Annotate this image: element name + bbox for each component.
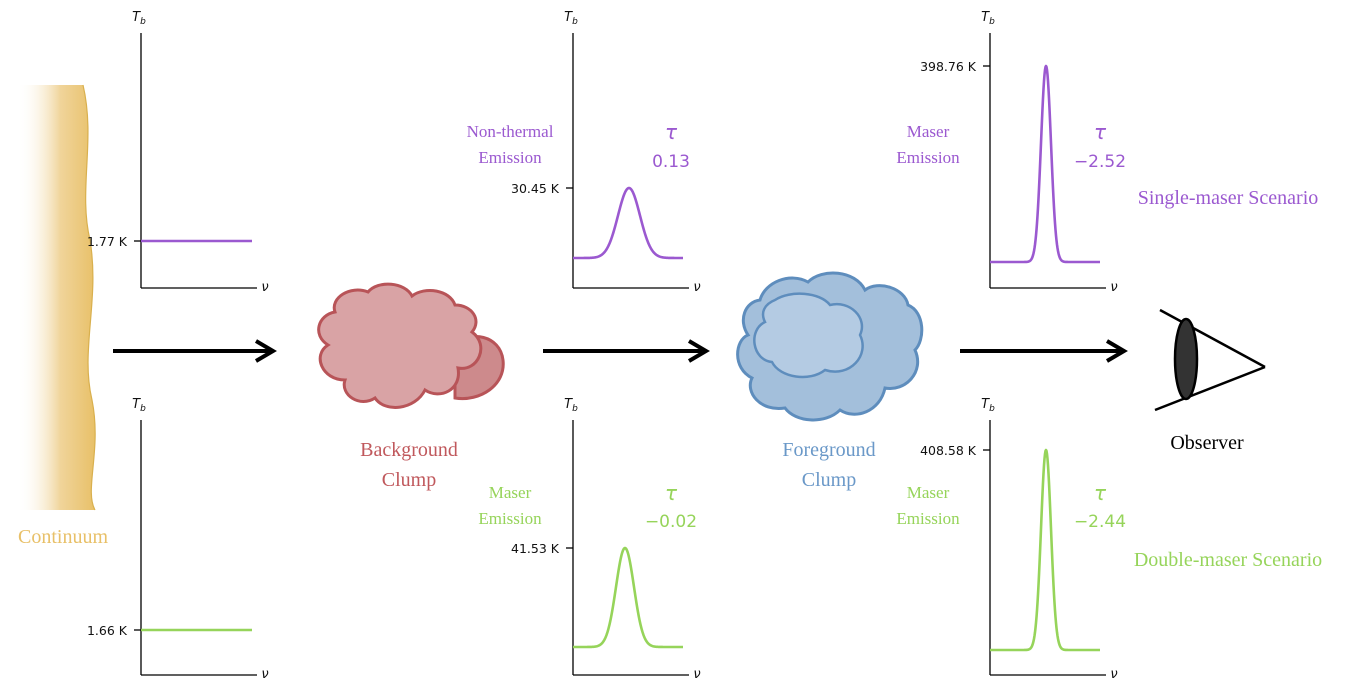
y-tick-label: 41.53 K [511, 541, 560, 556]
x-axis-label: ν [261, 280, 268, 295]
y-axis-label-subscript: b [989, 17, 995, 27]
y-axis-label-subscript: b [140, 17, 146, 27]
tau-symbol: τ [665, 120, 678, 144]
y-axis-label: Tb [564, 10, 578, 27]
emission-label-line2: Emission [896, 509, 960, 528]
arrow-continuum-to-background [113, 339, 277, 363]
emission-label-line1: Non-thermal [467, 122, 554, 141]
x-axis-label: ν [261, 667, 268, 682]
background-clump-cloud [317, 282, 505, 409]
background-clump-label-line2: Clump [382, 469, 436, 491]
y-tick-label: 1.66 K [87, 623, 128, 638]
emission-label-line1: Maser [907, 483, 950, 502]
y-tick-label: 1.77 K [87, 234, 128, 249]
x-axis-label: ν [1110, 667, 1117, 682]
y-axis-label: Tb [981, 10, 995, 27]
foreground-clump-cloud [736, 271, 924, 422]
emission-label-line2: Emission [478, 148, 542, 167]
tau-value: 0.13 [652, 152, 690, 172]
y-tick-label: 30.45 K [511, 181, 560, 196]
emission-label-line2: Emission [478, 509, 542, 528]
y-axis-label-subscript: b [572, 404, 578, 414]
y-tick-label: 408.58 K [920, 443, 977, 458]
observer-eye-icon [1154, 308, 1266, 412]
spectrum-curve [572, 186, 684, 260]
tau-value: −2.44 [1074, 512, 1126, 532]
spectrum-curve [989, 64, 1101, 264]
tau-value: −0.02 [645, 512, 697, 532]
arrow-foreground-to-observer [960, 339, 1128, 363]
y-axis-label: Tb [132, 397, 146, 414]
spectrum-panel-continuum-bottom: Tb ν 1.66 K [87, 397, 269, 682]
foreground-clump-label-line1: Foreground [782, 439, 875, 461]
foreground-clump-label-line2: Clump [802, 469, 856, 491]
y-axis-label: Tb [981, 397, 995, 414]
tau-value: −2.52 [1074, 152, 1126, 172]
single-maser-scenario-label: Single-maser Scenario [1138, 187, 1319, 209]
spectrum-panel-continuum-top: Tb ν 1.77 K [87, 10, 269, 295]
x-axis-label: ν [1110, 280, 1117, 295]
tau-symbol: τ [1094, 481, 1107, 505]
emission-label-line1: Maser [907, 122, 950, 141]
emission-label-line2: Emission [896, 148, 960, 167]
double-maser-scenario-label: Double-maser Scenario [1134, 549, 1322, 571]
y-axis-label-subscript: b [989, 404, 995, 414]
x-axis-label: ν [693, 280, 700, 295]
tau-symbol: τ [665, 481, 678, 505]
background-clump-label-line1: Background [360, 439, 458, 461]
y-axis-label: Tb [564, 397, 578, 414]
y-tick-label: 398.76 K [920, 59, 977, 74]
y-axis-label-subscript: b [140, 404, 146, 414]
x-axis-label: ν [693, 667, 700, 682]
continuum-label: Continuum [18, 526, 108, 548]
y-axis-label-subscript: b [572, 17, 578, 27]
spectrum-curve [572, 546, 684, 649]
arrow-background-to-foreground [543, 339, 710, 363]
y-axis-label: Tb [132, 10, 146, 27]
continuum-source [18, 84, 96, 511]
spectrum-curve [989, 448, 1101, 652]
emission-label-line1: Maser [489, 483, 532, 502]
tau-symbol: τ [1094, 120, 1107, 144]
spectra-panels: Tb ν 1.77 K Tb ν 1.66 K Tb ν 30.45 K Non-thermalE… [87, 10, 1126, 682]
observer-label: Observer [1170, 432, 1244, 454]
